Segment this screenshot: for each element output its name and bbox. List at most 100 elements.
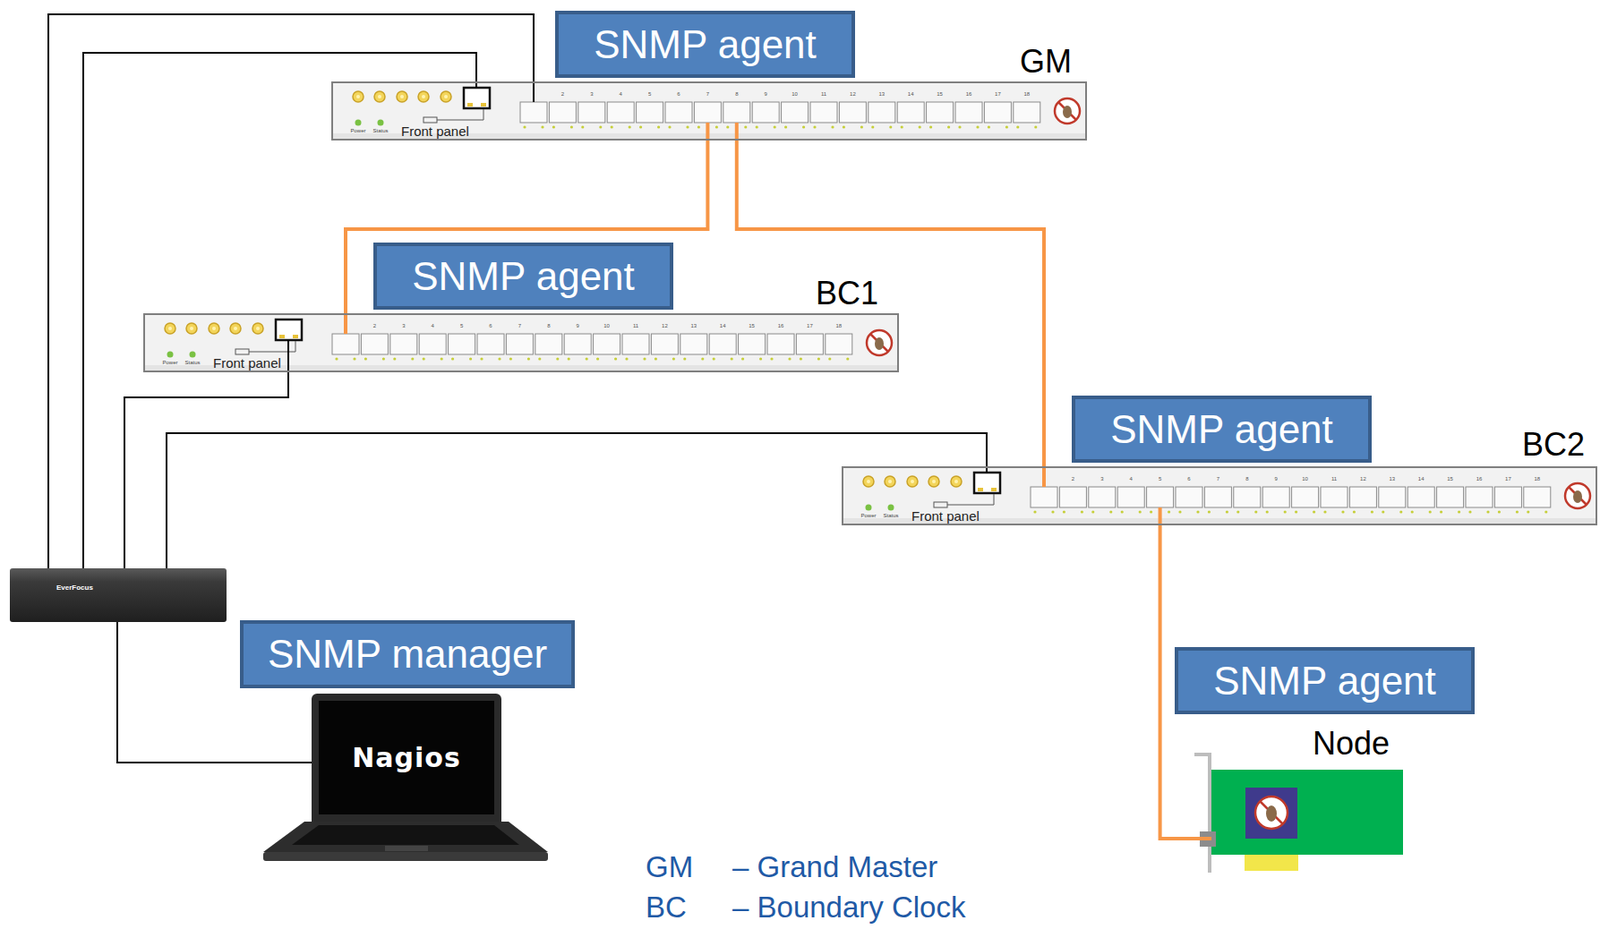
port-led — [614, 357, 617, 360]
ethernet-port — [1175, 487, 1203, 508]
port-led — [1149, 510, 1153, 514]
port-number: 15 — [1437, 476, 1464, 482]
port-led — [1109, 510, 1113, 514]
status-led — [167, 351, 174, 359]
ethernet-port — [1407, 487, 1435, 508]
vendor-logo — [1255, 796, 1288, 830]
port-led — [1497, 510, 1501, 514]
port-led — [585, 357, 589, 360]
ethernet-port — [520, 102, 548, 123]
card-chip — [1245, 787, 1298, 839]
status-led — [189, 351, 197, 359]
port-number: 4 — [607, 91, 634, 97]
device-name: BC1 — [815, 277, 879, 310]
bnc-connector — [164, 323, 176, 334]
cable-stub — [343, 313, 348, 334]
status-led — [355, 119, 362, 127]
device-name: GM — [1019, 45, 1072, 78]
port-led — [1526, 510, 1530, 514]
laptop-keyboard — [291, 825, 520, 846]
ethernet-port — [767, 333, 795, 355]
ethernet-port — [693, 102, 721, 123]
panel-caption: Front panel — [911, 509, 980, 523]
port-led — [712, 357, 716, 360]
port-led — [1399, 510, 1403, 514]
timing-cable — [736, 140, 1044, 467]
network-card: Node — [1211, 770, 1404, 856]
ethernet-port — [1117, 487, 1145, 508]
port-led — [598, 125, 602, 129]
port-led — [1178, 510, 1181, 514]
port-led — [672, 357, 676, 360]
status-led — [865, 504, 873, 512]
port-led — [846, 357, 849, 360]
bnc-connector — [374, 91, 386, 103]
port-number: 11 — [1320, 476, 1348, 482]
port-led — [657, 125, 660, 129]
port-led — [697, 125, 701, 129]
port-led — [469, 357, 472, 360]
ethernet-port — [680, 333, 708, 355]
clock-device: BC1Front panel — [143, 313, 899, 373]
port-led — [802, 125, 805, 129]
port-number: 9 — [564, 323, 591, 329]
card-bracket — [1194, 754, 1210, 873]
port-led — [726, 125, 729, 129]
brand-label: EverFocus — [56, 584, 94, 592]
port-number: 5 — [636, 91, 664, 97]
port-led — [1167, 510, 1171, 514]
port-led — [1254, 510, 1258, 514]
ethernet-port — [419, 333, 446, 355]
port-latch — [991, 487, 997, 492]
port-led — [701, 357, 704, 360]
cable-stub — [532, 81, 535, 103]
port-led — [509, 357, 513, 360]
port-number: 16 — [1465, 476, 1493, 482]
ethernet-port — [332, 333, 360, 355]
port-led — [828, 357, 831, 360]
port-led — [497, 357, 501, 360]
port-led — [1381, 510, 1385, 514]
port-led — [1033, 510, 1036, 514]
port-latch — [292, 334, 299, 339]
port-led — [1016, 125, 1019, 129]
port-led — [552, 125, 556, 129]
port-led — [799, 357, 803, 360]
port-number: 11 — [622, 323, 650, 329]
bnc-connector — [186, 323, 197, 334]
port-number: 18 — [1013, 91, 1041, 97]
port-number: 12 — [1349, 476, 1377, 482]
bnc-pin — [421, 94, 426, 99]
management-port — [275, 319, 302, 341]
ethernet-port — [795, 333, 823, 355]
bnc-connector — [352, 91, 364, 103]
panel-caption: Front panel — [213, 356, 282, 370]
port-number: 17 — [795, 323, 823, 329]
port-led — [830, 125, 834, 129]
port-led — [784, 125, 788, 129]
port-led — [1062, 510, 1066, 514]
port-led — [1457, 510, 1461, 514]
snmp-agent-box: SNMP agent — [1071, 395, 1372, 463]
box-label: SNMP manager — [267, 634, 548, 675]
abbreviation: BC — [645, 892, 687, 923]
port-led — [1091, 510, 1095, 514]
card-board — [1211, 770, 1404, 856]
ethernet-port — [548, 102, 576, 123]
bnc-connector — [928, 476, 940, 488]
port-led — [947, 125, 950, 129]
led-label: Power — [158, 359, 182, 366]
panel-face — [841, 466, 1598, 526]
laptop-front — [263, 852, 548, 862]
port-led — [1439, 510, 1443, 514]
vendor-logo-figure — [1573, 490, 1583, 504]
port-number: 7 — [1204, 476, 1232, 482]
ethernet-port — [1320, 487, 1348, 508]
bnc-connector — [884, 476, 896, 488]
bnc-connector — [863, 476, 874, 488]
ethernet-port — [810, 102, 838, 123]
ethernet-port — [955, 102, 983, 123]
port-led — [860, 125, 864, 129]
card-edge-connector — [1244, 855, 1299, 872]
bnc-connector — [440, 91, 452, 103]
